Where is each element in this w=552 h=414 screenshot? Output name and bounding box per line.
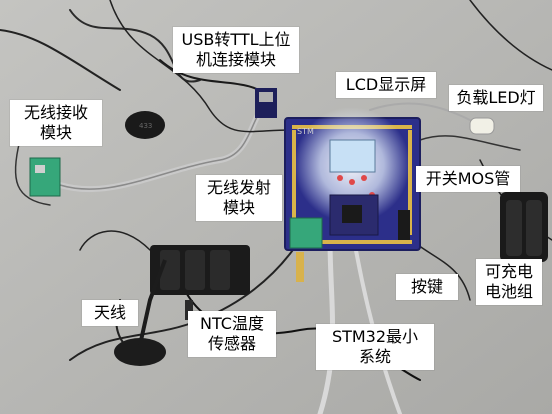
label-battery-line1: 可充电 [484,262,533,281]
label-mos-switch: 开关MOS管 [416,166,520,192]
label-load-led-line1: 负载LED灯 [456,88,536,107]
rx-antenna-mark: 433 [139,122,152,130]
label-ntc-line2: 传感器 [207,334,256,353]
tx-antenna-coil [296,252,304,282]
tx-antenna-base [114,338,166,366]
tx-module [289,217,323,249]
lcd-screen [329,139,376,173]
label-ntc: NTC温度 传感器 [188,311,276,357]
label-wireless-tx-line1: 无线发射 [206,178,271,197]
label-wireless-rx: 无线接收 模块 [10,100,102,146]
label-usb-ttl-line1: USB转TTL上位 [181,30,291,49]
usb-connector [259,92,273,102]
label-antenna: 天线 [82,300,138,326]
label-stm32: STM32最小 系统 [316,324,434,370]
label-wireless-rx-line1: 无线接收 [23,103,88,122]
label-wireless-rx-line2: 模块 [39,123,72,142]
label-battery-line2: 电池组 [484,282,533,301]
tx-antenna-rod [138,259,167,346]
stm32-chip [342,205,362,223]
load-led [469,117,495,135]
battery-pack [500,192,548,262]
rx-antenna-base [125,111,165,139]
label-key: 按键 [396,274,458,300]
label-battery: 可充电 电池组 [476,259,542,305]
rx-module-chip [35,165,45,173]
label-lcd: LCD显示屏 [336,72,436,98]
label-load-led: 负载LED灯 [449,85,543,111]
label-ntc-line1: NTC温度 [200,314,264,333]
label-antenna-line1: 天线 [93,303,126,322]
battery-holder [150,245,250,295]
label-usb-ttl-line2: 机连接模块 [195,50,276,69]
label-lcd-line1: LCD显示屏 [345,75,427,94]
ntc-sensor [185,300,193,320]
label-stm32-line1: STM32最小 [331,327,419,346]
label-wireless-tx: 无线发射 模块 [196,175,282,221]
label-wireless-tx-line2: 模块 [222,198,255,217]
label-key-line1: 按键 [410,277,443,296]
rx-module [29,157,61,197]
key-switch [398,210,410,240]
label-mos-switch-line1: 开关MOS管 [425,169,511,188]
label-stm32-line2: 系统 [358,347,391,366]
label-usb-ttl: USB转TTL上位 机连接模块 [173,27,299,73]
